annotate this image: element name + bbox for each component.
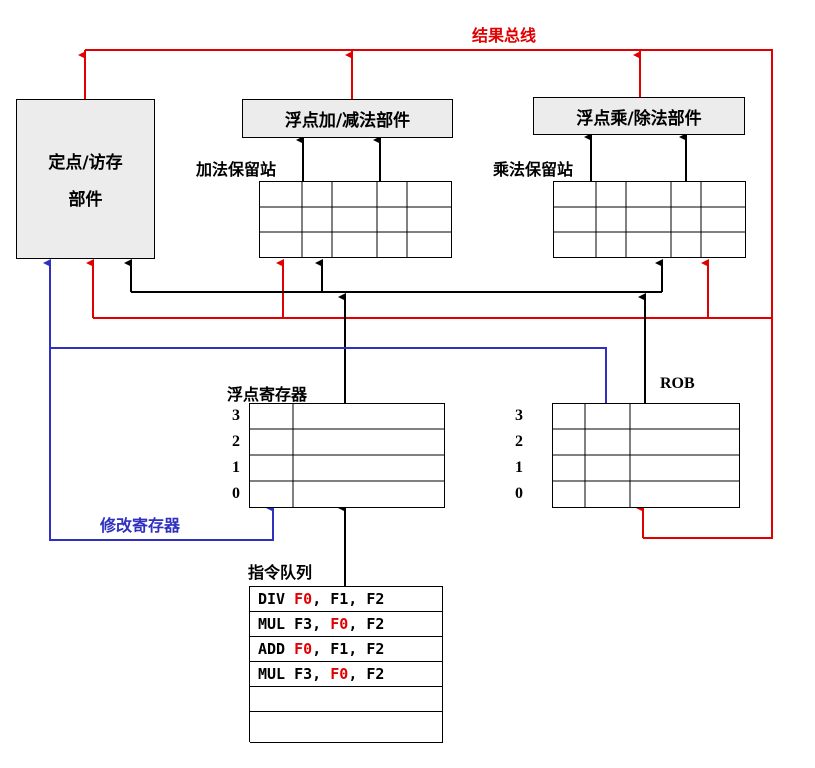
fp-reg-index-1: 1 bbox=[232, 459, 240, 476]
instruction-row-3: ADD F0, F1, F2 bbox=[250, 637, 443, 662]
fixed-unit-label-line2: 部件 bbox=[68, 190, 103, 210]
modify-bus-lines bbox=[43, 259, 607, 541]
fp-register-file bbox=[249, 403, 445, 508]
rob-buffer bbox=[552, 403, 740, 508]
instruction-row-5 bbox=[250, 687, 443, 712]
data-bus-lines bbox=[124, 133, 687, 586]
result-bus-label: 结果总线 bbox=[472, 26, 537, 45]
instruction-row-6 bbox=[250, 712, 443, 743]
fixed-unit-label-line1: 定点/访存 bbox=[48, 153, 123, 173]
rob-index-0: 0 bbox=[515, 485, 523, 502]
rob-index-3: 3 bbox=[515, 407, 523, 424]
fp-add-unit: 浮点加/减法部件 bbox=[242, 99, 453, 138]
instruction-row-1: DIV F0, F1, F2 bbox=[250, 587, 443, 612]
rob-index-1: 1 bbox=[515, 459, 523, 476]
result-bus-lines bbox=[78, 49, 773, 539]
fp-register-grid bbox=[249, 403, 445, 508]
fp-reg-index-3: 3 bbox=[232, 407, 240, 424]
instruction-row-2: MUL F3, F0, F2 bbox=[250, 612, 443, 637]
rob-index-2: 2 bbox=[515, 433, 523, 450]
fp-reg-index-2: 2 bbox=[232, 433, 240, 450]
instruction-queue: DIV F0, F1, F2 MUL F3, F0, F2 ADD F0, F1… bbox=[249, 586, 443, 743]
fixed-point-memory-unit: 定点/访存 部件 bbox=[16, 99, 155, 259]
mul-reservation-station bbox=[553, 181, 746, 258]
mul-station-label: 乘法保留站 bbox=[493, 160, 574, 179]
add-reservation-station bbox=[259, 181, 452, 258]
mul-station-grid bbox=[553, 181, 746, 258]
rob-label: ROB bbox=[660, 375, 695, 392]
fp-mul-unit: 浮点乘/除法部件 bbox=[533, 97, 745, 135]
instruction-queue-label: 指令队列 bbox=[248, 563, 313, 582]
add-station-label: 加法保留站 bbox=[196, 160, 277, 179]
rob-grid bbox=[552, 403, 740, 508]
fp-reg-index-0: 0 bbox=[232, 485, 240, 502]
modify-registers-label: 修改寄存器 bbox=[100, 516, 181, 535]
instruction-row-4: MUL F3, F0, F2 bbox=[250, 662, 443, 687]
add-station-grid bbox=[259, 181, 452, 258]
fp-registers-label: 浮点寄存器 bbox=[227, 385, 308, 404]
